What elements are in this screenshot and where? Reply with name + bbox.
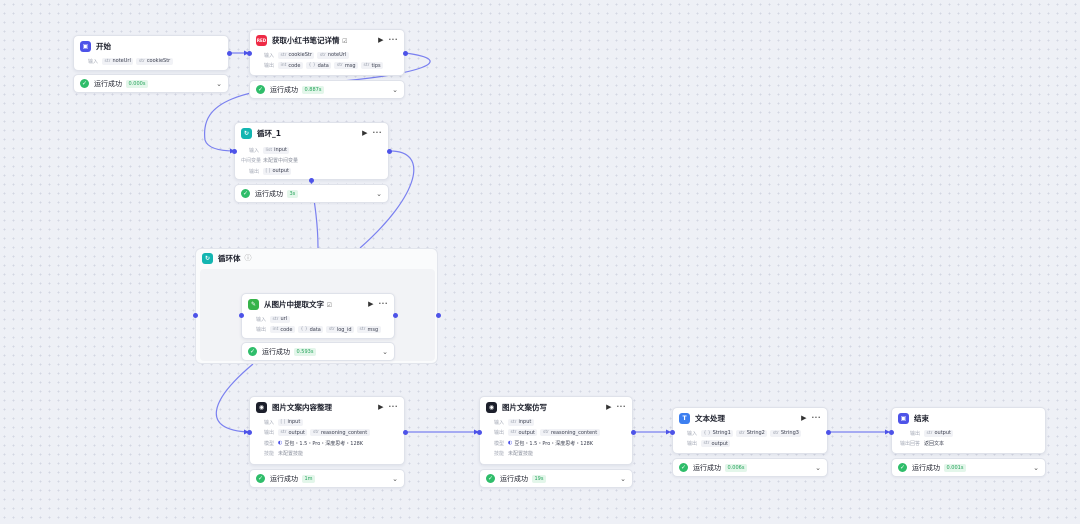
status-get-xhs-note[interactable]: ✓ 运行成功 0.887s ⌄ — [249, 80, 405, 99]
run-icon[interactable]: ▶ — [378, 36, 384, 44]
port-xhs-out[interactable] — [402, 50, 408, 56]
node-title: 循环_1 — [257, 128, 281, 138]
llm-icon: ◉ — [256, 401, 267, 413]
check-icon: ✓ — [898, 463, 907, 472]
ocr-icon: ✎ — [248, 298, 259, 310]
port-group-right[interactable] — [435, 312, 441, 318]
chevron-down-icon[interactable]: ⌄ — [392, 85, 398, 94]
node-title: 图片文案内容整理 — [272, 402, 332, 412]
run-icon[interactable]: ▶ — [362, 129, 368, 137]
run-icon[interactable]: ▶ — [606, 403, 612, 411]
chevron-down-icon[interactable]: ⌄ — [1033, 463, 1039, 472]
loop-body-icon: ↻ — [202, 252, 213, 264]
end-icon: ▣ — [898, 412, 909, 424]
port-ocr-out[interactable] — [392, 312, 398, 318]
group-title: 循环体 — [218, 253, 241, 263]
port-end-in[interactable] — [888, 429, 894, 435]
node-title: 从图片中提取文字 ☑ — [264, 299, 333, 309]
node-title: 结束 — [914, 413, 929, 423]
node-title: 图片文案仿写 — [502, 402, 547, 412]
status-rewrite[interactable]: ✓ 运行成功 19s ⌄ — [479, 469, 633, 488]
run-time: 0.001s — [944, 463, 966, 472]
check-icon: ✓ — [248, 347, 257, 356]
more-icon[interactable]: ··· — [811, 414, 821, 422]
chevron-down-icon[interactable]: ⌄ — [376, 189, 382, 198]
llm-icon: ◉ — [486, 401, 497, 413]
port-organize-out[interactable] — [402, 429, 408, 435]
port-text-out[interactable] — [825, 429, 831, 435]
port-rewrite-in[interactable] — [476, 429, 482, 435]
run-time: 0.593s — [294, 347, 316, 356]
status-text-process[interactable]: ✓ 运行成功 0.006s ⌄ — [672, 458, 828, 477]
start-icon: ▣ — [80, 40, 91, 52]
run-time: 0.887s — [302, 85, 324, 94]
status-end[interactable]: ✓ 运行成功 0.001s ⌄ — [891, 458, 1046, 477]
port-rewrite-out[interactable] — [630, 429, 636, 435]
xiaohongshu-icon: RED — [256, 34, 267, 46]
port-loop-out[interactable] — [386, 148, 392, 154]
chevron-down-icon[interactable]: ⌄ — [815, 463, 821, 472]
more-icon[interactable]: ··· — [388, 36, 398, 44]
model-icon: ◐ — [508, 440, 513, 447]
text-icon: T — [679, 412, 690, 424]
chevron-down-icon[interactable]: ⌄ — [620, 474, 626, 483]
check-icon: ✓ — [679, 463, 688, 472]
status-start[interactable]: ✓ 运行成功 0.000s ⌄ — [73, 74, 229, 93]
port-xhs-in[interactable] — [246, 50, 252, 56]
more-icon[interactable]: ··· — [616, 403, 626, 411]
check-icon: ✓ — [80, 79, 89, 88]
node-title: 获取小红书笔记详情 ☑ — [272, 35, 348, 45]
status-loop[interactable]: ✓ 运行成功 3s ⌄ — [234, 184, 389, 203]
check-icon: ✓ — [256, 85, 265, 94]
chevron-down-icon[interactable]: ⌄ — [392, 474, 398, 483]
node-title: 文本处理 — [695, 413, 725, 423]
check-icon: ✓ — [241, 189, 250, 198]
port-group-left[interactable] — [192, 312, 198, 318]
node-title: 开始 — [96, 41, 111, 51]
info-icon[interactable]: ⓘ — [244, 254, 252, 262]
chevron-down-icon[interactable]: ⌄ — [216, 79, 222, 88]
run-time: 1m — [302, 474, 316, 483]
more-icon[interactable]: ··· — [388, 403, 398, 411]
more-icon[interactable]: ··· — [372, 129, 382, 137]
chevron-down-icon[interactable]: ⌄ — [382, 347, 388, 356]
run-time: 19s — [532, 474, 546, 483]
port-text-in[interactable] — [669, 429, 675, 435]
run-icon[interactable]: ▶ — [801, 414, 807, 422]
model-icon: ◐ — [278, 440, 283, 447]
port-loop-in[interactable] — [231, 148, 237, 154]
check-icon: ✓ — [256, 474, 265, 483]
port-ocr-in[interactable] — [238, 312, 244, 318]
run-icon[interactable]: ▶ — [378, 403, 384, 411]
port-loop-body[interactable] — [308, 177, 314, 183]
run-time: 3s — [287, 189, 298, 198]
check-icon: ✓ — [486, 474, 495, 483]
status-organize[interactable]: ✓ 运行成功 1m ⌄ — [249, 469, 405, 488]
run-time: 0.000s — [126, 79, 148, 88]
status-ocr[interactable]: ✓ 运行成功 0.593s ⌄ — [241, 342, 395, 361]
port-organize-in[interactable] — [246, 429, 252, 435]
run-icon[interactable]: ▶ — [368, 300, 374, 308]
run-time: 0.006s — [725, 463, 747, 472]
loop-icon: ↻ — [241, 127, 252, 139]
more-icon[interactable]: ··· — [378, 300, 388, 308]
port-start-out[interactable] — [226, 50, 232, 56]
